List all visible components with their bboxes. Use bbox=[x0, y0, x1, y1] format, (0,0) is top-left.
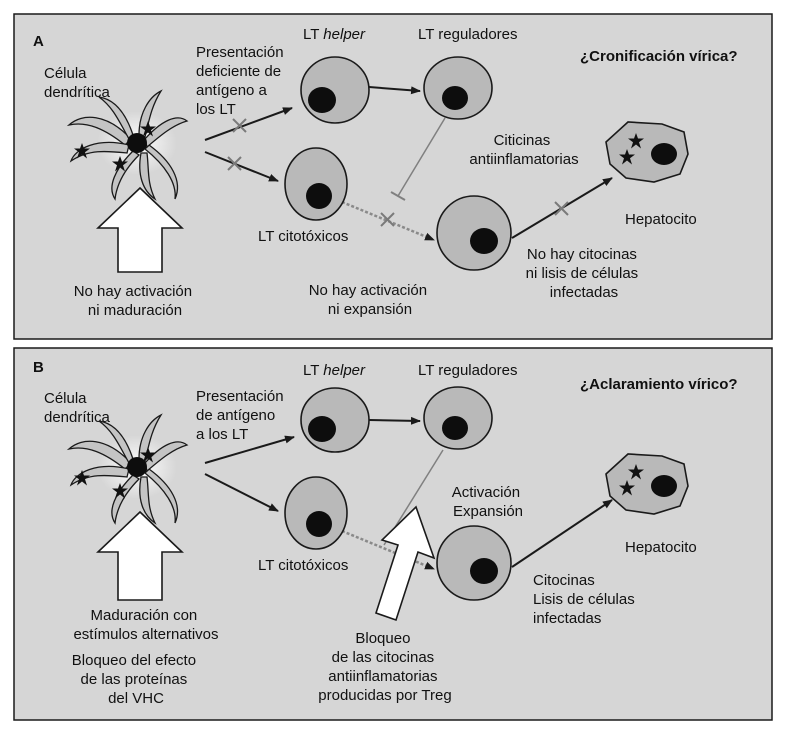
arrow-dc-to-cytotoxic bbox=[204, 473, 279, 512]
panel-a-lt-helper-label: LT helper bbox=[303, 26, 366, 43]
panel-b-lt-citotoxicos-label: LT citotóxicos bbox=[258, 557, 348, 574]
panel-a-no-activation-label: No hay activación ni maduración bbox=[74, 283, 197, 319]
panel-b-maturation-label: Maduración con estímulos alternativos bbox=[73, 607, 218, 643]
panel-a-dendritic-label: Célula dendrítica bbox=[44, 65, 111, 101]
panel-a: A Célula dendrítica No hay activación ni… bbox=[33, 26, 738, 319]
panel-b-block-arrow bbox=[374, 505, 436, 622]
arrow-cytotoxic-to-effector bbox=[341, 200, 435, 242]
panel-a-lt-regulatory-cell bbox=[423, 56, 493, 120]
panel-a-hepatocyte-label: Hepatocito bbox=[625, 211, 697, 228]
panel-a-question: ¿Cronificación vírica? bbox=[580, 48, 738, 65]
panel-a-cytokines-anti-label: Citicinas antiinflamatorias bbox=[469, 132, 578, 168]
panel-b-maturation-arrow bbox=[96, 510, 184, 601]
panel-a-lt-citotoxicos-label: LT citotóxicos bbox=[258, 228, 348, 245]
panel-a-letter: A bbox=[33, 33, 44, 50]
treg-inhibition-line bbox=[397, 117, 446, 197]
panel-b-question: ¿Aclaramiento vírico? bbox=[580, 376, 738, 393]
panel-b-letter: B bbox=[33, 359, 44, 376]
panel-b-activation-label: Activación Expansión bbox=[452, 484, 525, 520]
panel-b-lt-helper-label: LT helper bbox=[303, 362, 366, 379]
panel-b-hepatocyte-label: Hepatocito bbox=[625, 539, 697, 556]
arrow-dc-to-cytotoxic bbox=[204, 151, 279, 182]
block-mark bbox=[380, 212, 395, 227]
panel-b-lt-helper-cell bbox=[300, 387, 370, 453]
arrow-dc-to-helper bbox=[204, 435, 295, 464]
panel-a-no-expansion-label: No hay activación ni expansión bbox=[309, 282, 432, 318]
panel-a-lt-reguladores-label: LT reguladores bbox=[418, 26, 518, 43]
panel-b-lt-regulatory-cell bbox=[423, 386, 493, 450]
panel-b-lt-effector-cell bbox=[436, 525, 512, 601]
panel-a-lt-effector-cell bbox=[436, 195, 512, 271]
block-mark bbox=[227, 156, 242, 171]
panel-a-lt-helper-cell bbox=[300, 56, 370, 124]
panel-a-lt-cytotoxic-cell bbox=[284, 147, 348, 221]
panel-b-lt-cytotoxic-cell bbox=[284, 476, 348, 550]
arrow-dc-to-helper bbox=[204, 107, 293, 141]
arrow-helper-to-regulatory bbox=[368, 416, 421, 425]
panel-b-lt-reguladores-label: LT reguladores bbox=[418, 362, 518, 379]
block-mark bbox=[232, 118, 247, 133]
panel-b-block-treg-label: Bloqueo de las citocinas antiinflamatori… bbox=[318, 630, 451, 704]
arrow-cytotoxic-to-effector bbox=[341, 529, 435, 571]
panel-a-activation-arrow bbox=[96, 186, 184, 273]
panel-b-cytokines-label: Citocinas Lisis de células infectadas bbox=[533, 572, 639, 627]
panel-a-no-cytokines-label: No hay citocinas ni lisis de células inf… bbox=[526, 246, 643, 301]
panel-b-presentation-label: Presentación de antígeno a los LT bbox=[196, 388, 288, 443]
panel-a-presentation-label: Presentación deficiente de antígeno a lo… bbox=[196, 44, 288, 118]
treg-inhibition-bar bbox=[390, 191, 406, 201]
arrow-effector-to-hepatocyte bbox=[511, 499, 613, 568]
panel-b: B Célula dendrítica Maduración con estím… bbox=[33, 359, 738, 707]
panel-b-block-effect-label: Bloqueo del efecto de las proteínas del … bbox=[72, 652, 200, 707]
panel-b-dendritic-label: Célula dendrítica bbox=[44, 390, 111, 426]
arrow-helper-to-regulatory bbox=[368, 86, 421, 95]
block-mark bbox=[554, 201, 569, 216]
